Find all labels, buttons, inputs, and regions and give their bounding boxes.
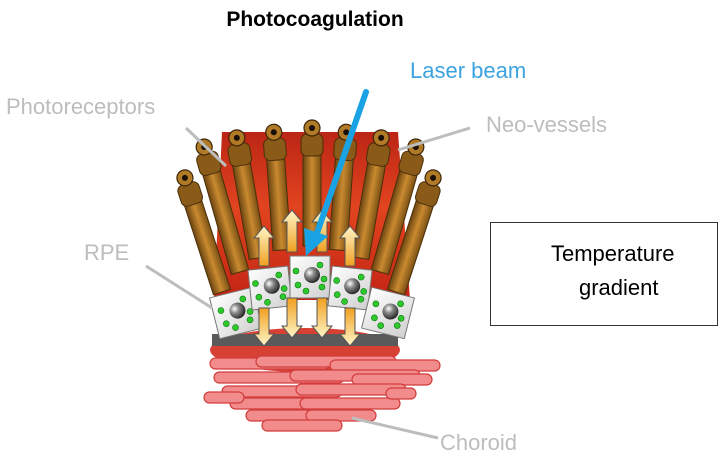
- laser-beam: [304, 89, 369, 256]
- temperature-arrow-up: [338, 225, 362, 267]
- choroid-vessel: [299, 397, 401, 410]
- photoreceptor: [350, 129, 391, 261]
- choroid-vessel: [351, 373, 433, 386]
- temperature-arrows: [252, 209, 362, 347]
- photoreceptors-label: Photoreceptors: [6, 94, 156, 119]
- temperature-gradient-legend: Temperature gradient: [490, 222, 718, 326]
- rpe-leader-line: [145, 264, 213, 310]
- bruchs-membrane: [212, 334, 398, 346]
- temperature-arrow-down: [310, 297, 334, 339]
- rpe-label: RPE: [84, 240, 130, 265]
- choroid-vessel: [305, 409, 377, 422]
- photoreceptor: [195, 138, 250, 276]
- rpe-cell: [327, 265, 373, 311]
- rpe-cell: [247, 265, 293, 311]
- rpe-cells: [208, 255, 416, 340]
- diagram-title: Photocoagulation: [226, 8, 404, 31]
- temperature-arrow-down: [338, 307, 362, 347]
- photoreceptor: [263, 123, 292, 252]
- choroid-leader-line: [351, 416, 439, 440]
- legend-line-2: gradient: [579, 275, 659, 300]
- temperature-arrow-up: [252, 225, 276, 267]
- choroid-vessel: [329, 359, 441, 372]
- rpe-cell: [208, 286, 264, 340]
- rpe-cell: [360, 286, 416, 340]
- neo-vessels-leader-line: [397, 126, 471, 152]
- photoreceptor: [300, 119, 324, 247]
- temperature-arrow-down: [280, 297, 304, 339]
- photoreceptor: [176, 169, 232, 296]
- photoreceptor: [386, 169, 442, 296]
- legend-line-1: Temperature: [551, 241, 675, 266]
- choroid-vessel: [385, 387, 417, 400]
- rpe-cell: [289, 255, 331, 299]
- temperature-arrow-up: [280, 209, 304, 253]
- choroid-label: Choroid: [440, 430, 518, 455]
- choroid-vessel: [261, 419, 343, 432]
- photoreceptor-cells: [176, 119, 442, 296]
- laser-beam-label: Laser beam: [410, 58, 527, 83]
- neo-vessels-label: Neo-vessels: [486, 112, 608, 137]
- photoreceptor: [370, 138, 425, 276]
- choroid-vessel: [203, 391, 245, 404]
- temperature-arrow-down: [252, 307, 276, 347]
- photoreceptors-leader-line: [184, 126, 228, 168]
- choroid-vessels: [203, 355, 441, 432]
